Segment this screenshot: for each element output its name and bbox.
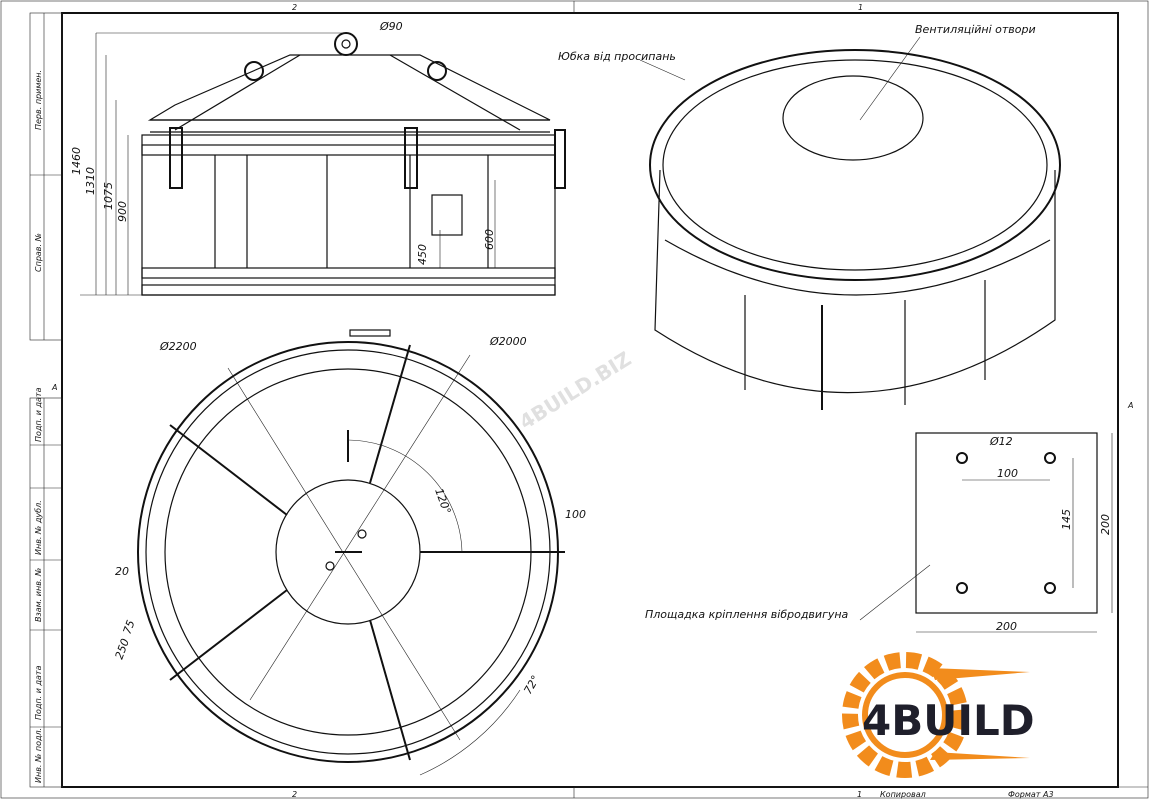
dim-plate-height: 200	[1099, 514, 1112, 535]
format-label: Формат А3	[1008, 790, 1054, 799]
dim-spacing-y: 145	[1060, 509, 1073, 530]
label-motor-plate: Площадка кріплення вібродвигуна	[645, 608, 849, 621]
zone-label: 1	[858, 3, 863, 12]
dim-450: 450	[416, 244, 429, 265]
dim-1460: 1460	[70, 147, 83, 175]
dim-600: 600	[483, 229, 496, 250]
sidebar-label: Подп. и дата	[34, 387, 43, 442]
dim-1310: 1310	[84, 167, 97, 195]
watermark: 4BUILD.BIZ	[515, 347, 635, 435]
dim-inner-dia: Ø2000	[489, 335, 527, 348]
sidebar-label: Инв. № подл.	[34, 728, 43, 783]
dim-100: 100	[565, 508, 586, 521]
dim-plate-width: 200	[996, 620, 1017, 633]
sidebar-label: Инв. № дубл.	[34, 500, 43, 555]
dim-spacing-x: 100	[997, 467, 1018, 480]
dim-900: 900	[116, 201, 129, 222]
sidebar-label: Справ. №	[34, 233, 43, 272]
zone-label: A	[1127, 401, 1133, 410]
front-view: 1460 1310 1075 900 450 600 Ø90	[70, 20, 566, 296]
dim-20: 20	[115, 565, 129, 578]
sidebar-label: Взам. инв. №	[34, 568, 43, 622]
label-skirt: Юбка від просипань	[558, 50, 676, 63]
sidebar-stamp: Перв. примен. Справ. № Подп. и дата Инв.…	[29, 12, 63, 788]
dim-angle-72: 72°	[521, 673, 542, 696]
zone-label: A	[51, 383, 57, 392]
iso-view: Юбка від просипань Вентиляційні отвори	[558, 23, 1061, 410]
dim-top-hole: Ø90	[379, 20, 403, 33]
label-vent-holes: Вентиляційні отвори	[915, 23, 1036, 36]
copied-label: Копировал	[880, 790, 926, 799]
dim-angle-120: 120°	[432, 487, 453, 516]
dim-250: 250	[113, 637, 132, 661]
dim-hole: Ø12	[989, 435, 1013, 448]
dim-75: 75	[121, 618, 138, 636]
plan-view: Ø2200 Ø2000 120° 100 20 75 250 72°	[113, 329, 586, 776]
logo-text: 4BUILD	[862, 696, 1035, 745]
zone-label: 2	[292, 3, 297, 12]
zone-label: 2	[292, 790, 297, 799]
logo: 4BUILD	[842, 652, 1035, 778]
sidebar-label: Перв. примен.	[34, 70, 43, 130]
motor-plate: Ø12 100 145 200 200 Площадка кріплення в…	[645, 432, 1113, 633]
sidebar-label: Подп. и дата	[34, 665, 43, 720]
dim-outer-dia: Ø2200	[159, 340, 197, 353]
dim-1075: 1075	[102, 182, 115, 210]
sheet-number: 1	[857, 790, 862, 799]
